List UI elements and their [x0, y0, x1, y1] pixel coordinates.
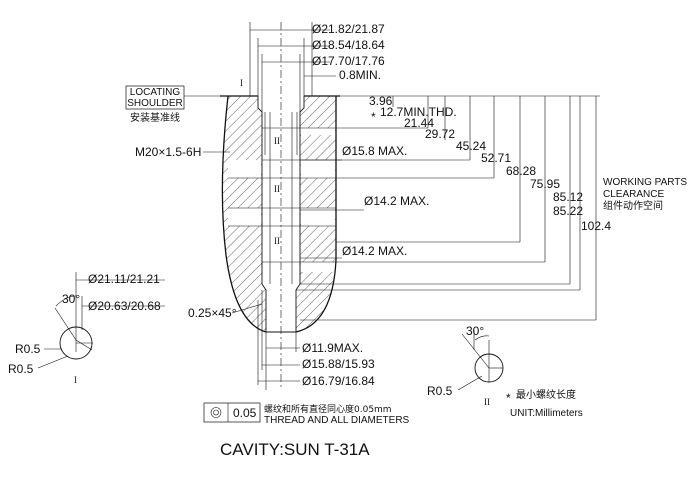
bottom-dim-2: Ø15.88/15.93 — [302, 357, 375, 371]
detail-I-angle: 30° — [62, 292, 80, 306]
working-line2: CLEARANCE — [603, 189, 664, 200]
dim-top-4: 0.8MIN. — [339, 68, 381, 82]
concentricity-icon — [213, 409, 219, 416]
bottom-dim-3: Ø16.79/16.84 — [302, 374, 375, 388]
depth-star: * — [371, 110, 376, 124]
dim-top-2: Ø18.54/18.64 — [312, 38, 385, 52]
depth-4: 29.72 — [425, 127, 455, 141]
depth-5: 45.24 — [456, 139, 486, 153]
depth-1: 3.96 — [369, 94, 393, 108]
marker-II-3: II — [274, 236, 280, 246]
concentricity-value: 0.05 — [233, 406, 257, 420]
marker-I: I — [240, 78, 243, 88]
concentricity-frame — [203, 402, 261, 423]
working-cn: 组件动作空间 — [603, 199, 663, 212]
locating-cn: 安装基准线 — [130, 111, 180, 124]
detail-I-d2: Ø20.63/20.68 — [88, 299, 161, 313]
working-line1: WORKING PARTS — [603, 177, 687, 188]
detail-II — [457, 330, 504, 391]
body-section — [220, 22, 340, 390]
unit-label: UNIT:Millimeters — [510, 408, 583, 419]
depth-8: 75.95 — [530, 177, 560, 191]
marker-II-1: II — [274, 136, 280, 146]
detail-II-r: R0.5 — [427, 384, 453, 398]
locating-line1: LOCATING — [130, 87, 181, 98]
detail-II-angle: 30° — [466, 324, 484, 338]
top-dimension-lines — [249, 22, 336, 112]
detail-I-r1: R0.5 — [15, 342, 41, 356]
max-dim-1: Ø15.8 MAX. — [342, 144, 407, 158]
legend-star: * — [506, 391, 511, 405]
detail-II-label: II — [484, 397, 490, 407]
chamfer-label: 0.25×45° — [188, 306, 237, 320]
bottom-dimension-lines — [257, 290, 300, 390]
depth-7: 68.28 — [506, 164, 536, 178]
detail-I-r2: R0.5 — [8, 362, 34, 376]
depth-11: 102.4 — [581, 219, 611, 233]
thread-label: M20×1.5-6H — [135, 145, 201, 159]
depth-10: 85.22 — [553, 204, 583, 218]
concentricity-en: THREAD AND ALL DIAMETERS — [264, 415, 410, 426]
max-dim-3: Ø14.2 MAX. — [342, 244, 407, 258]
depth-9: 85.12 — [553, 190, 583, 204]
dim-top-3: Ø17.70/17.76 — [312, 54, 385, 68]
locating-box — [125, 85, 185, 110]
depth-6: 52.71 — [481, 151, 511, 165]
depth-2: 12.7MIN.THD. — [380, 105, 457, 119]
detail-I-label: I — [74, 375, 77, 385]
depth-3: 21.44 — [404, 116, 434, 130]
detail-I — [37, 272, 165, 369]
bottom-dim-1: Ø11.9MAX. — [302, 341, 363, 355]
depth-dimension-lines — [296, 95, 600, 321]
locating-line2: SHOULDER — [127, 98, 183, 109]
drawing-title: CAVITY:SUN T-31A — [220, 440, 370, 459]
dim-top-1: Ø21.82/21.87 — [312, 22, 385, 36]
max-dim-2: Ø14.2 MAX. — [364, 194, 429, 208]
marker-II-2: II — [274, 184, 280, 194]
legend-cn: 最小螺纹长度 — [516, 388, 576, 401]
concentricity-cn: 螺纹和所有直径同心度0.05mm — [264, 403, 392, 415]
detail-I-d1: Ø21.11/21.21 — [88, 272, 160, 286]
